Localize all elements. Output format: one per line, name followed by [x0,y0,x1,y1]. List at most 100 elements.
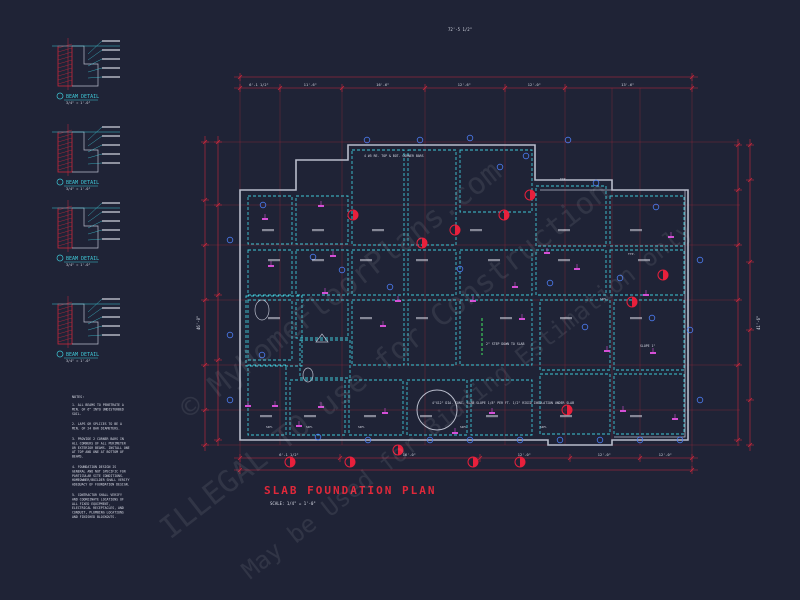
detail-hatch [57,63,73,69]
beam-tag-bar [452,432,458,434]
detail-cut-circle [596,436,604,444]
note-line: 2. LAPS OR SPLICES TO BE A [72,422,122,426]
beam-tag-bar [470,300,476,302]
plan-title: SLAB FOUNDATION PLAN [264,484,436,497]
small-dim-text [630,415,642,418]
detail-hatch [57,157,73,163]
beam-cell [247,249,293,296]
beam-cell [247,195,293,245]
section-marker-fill [530,190,535,200]
detail-callout [102,316,120,318]
beam-tag-bar [650,352,656,354]
detail-leader [87,126,103,141]
dim-left-2-slash [215,357,221,363]
garage-edge [540,189,686,438]
section-marker-fill [632,297,637,307]
detail-hatch [57,305,73,311]
dim-bottom-label: 12'-0" [659,453,672,457]
dim-right-1-slash [735,142,741,148]
detail-callout [102,334,120,336]
beam-tag-bar [272,405,278,407]
detail-cut-circle [564,136,572,144]
detail-leader [87,162,103,165]
beam-cell [535,185,607,247]
detail-hatch [57,79,73,85]
beam-tag-bar [330,255,336,257]
beam-tag-bar [268,265,274,267]
small-dim-text [416,259,428,262]
detail-hatch [57,333,73,339]
beam-tag-bar [380,325,386,327]
detail-callout [102,135,120,137]
detail-callout [102,238,120,240]
detail-leader [87,211,103,223]
detail-callout [102,298,120,300]
detail-cut-circle [386,283,394,291]
detail-cut-circle [556,436,564,444]
dim-bottom-slash [637,455,643,461]
section-marker-fill [353,210,358,220]
dim-left-2-slash [215,437,221,443]
detail-callout [102,162,120,164]
detail-callout [102,40,120,42]
beam-tag-bar [262,218,268,220]
detail-leader [87,316,103,325]
plan-scale: SCALE: 1/4" = 1'-0" [270,501,316,506]
detail-cut-circle [516,436,524,444]
dim-left-2-slash [215,292,221,298]
beam-cell [295,249,349,296]
detail-leader [87,144,103,153]
note-line: GENERAL AND NOT SPECIFIC FOR [72,469,126,473]
detail-hatch [57,67,73,73]
detail-leader [87,220,103,229]
beam-cell [407,249,457,296]
note-line: AT TOP AND ONE AT BOTTOM OF [72,450,124,454]
small-dim-text [560,415,572,418]
drain-fixture [315,333,329,343]
notes-heading: NOTES: [72,395,84,399]
dim-overall-left: 46'-0" [196,316,201,330]
beam-grid [245,149,685,436]
small-dim-text [638,259,650,262]
detail-cut-circle [636,436,644,444]
dim-bottom-label: 12'-0" [598,453,611,457]
detail-leader [87,58,103,67]
beam-tag-bar [544,252,550,254]
beam-tag-bar [620,410,626,412]
note-line: 4. FOUNDATION DESIGN IS [72,465,116,469]
detail-cut-circle [648,314,656,322]
dim-bottom-label: 12'-0" [518,453,531,457]
detail-scale: 3/4" = 1'-0" [66,359,91,363]
detail-leader [87,76,103,79]
detail-callout [102,229,120,231]
dim-right-2-slash [747,142,753,148]
beam-tag-bar [668,236,674,238]
detail-callout [102,49,120,51]
watermark: © MyHomeFloorPlans.com ILLEGAL TO use fo… [153,154,697,585]
dim-top-label: 16'-6" [376,83,389,87]
detail-hatch [57,75,73,81]
detail-hatch [57,217,73,223]
dim-bottom-slash [337,455,343,461]
dim-bottom-slash [567,455,573,461]
note-line: HOMEOWNER/BUILDER SHALL VERIFY [72,478,130,482]
beam-cell [295,195,349,245]
dimension-lines: 6'-1 1/2"11'-6"16'-6"12'-6"12'-0"13'-6"6… [201,73,754,474]
detail-scale: 3/4" = 1'-0" [66,263,91,267]
detail-leader [87,307,103,319]
detail-callout [102,76,120,78]
small-dim-text [360,317,372,320]
detail-hatch [57,241,73,247]
section-marker-fill [473,457,478,467]
detail-cut-circle [581,323,589,331]
detail-cut-circle [466,436,474,444]
small-dim-text [262,229,274,232]
detail-hatch [57,71,73,77]
dim-bottom-slash [477,455,483,461]
small-dim-text [304,415,316,418]
